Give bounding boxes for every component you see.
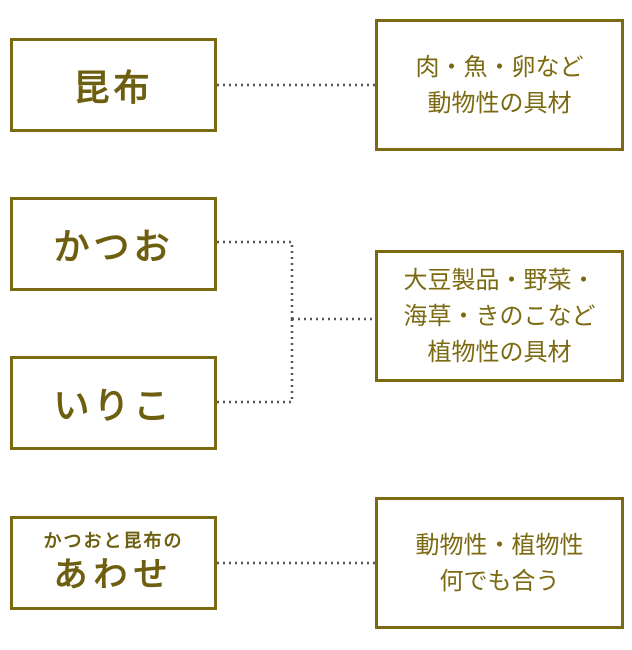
node-awase-label-small: かつおと昆布の	[43, 531, 184, 552]
node-any-ingredients: 動物性・植物性 何でも合う	[375, 497, 624, 629]
node-iriko-label: いりこ	[53, 386, 174, 427]
node-konbu-label: 昆布	[73, 68, 154, 109]
connector-katsuo	[217, 240, 294, 319]
node-animal-ingredients-label: 肉・魚・卵など 動物性の具材	[415, 53, 584, 117]
connector-iriko	[217, 319, 294, 404]
node-konbu: 昆布	[10, 38, 217, 132]
node-plant-ingredients-label: 大豆製品・野菜・ 海草・きのこなど 植物性の具材	[403, 266, 596, 366]
node-awase-label-big: あわせ	[53, 555, 174, 595]
node-animal-ingredients: 肉・魚・卵など 動物性の具材	[375, 19, 624, 151]
node-katsuo-label: かつお	[53, 227, 174, 268]
node-awase-label: かつおと昆布の あわせ	[44, 530, 184, 596]
node-plant-ingredients: 大豆製品・野菜・ 海草・きのこなど 植物性の具材	[375, 250, 624, 382]
node-any-ingredients-label: 動物性・植物性 何でも合う	[415, 531, 584, 595]
node-iriko: いりこ	[10, 356, 217, 450]
node-katsuo: かつお	[10, 197, 217, 291]
node-awase: かつおと昆布の あわせ	[10, 516, 217, 610]
